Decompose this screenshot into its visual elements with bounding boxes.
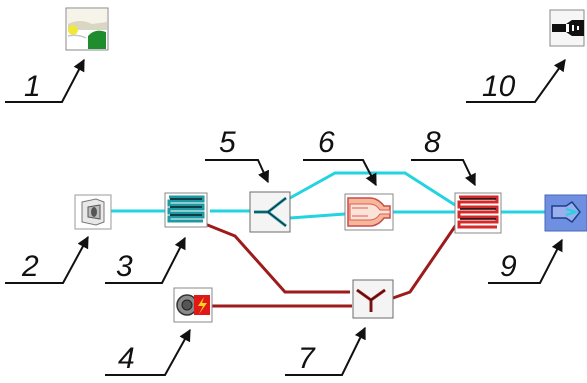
cold-line-splitter-lower-branch xyxy=(289,212,346,220)
heater-icon[interactable] xyxy=(173,287,213,323)
leader-9 xyxy=(488,238,563,284)
label-7: 7 xyxy=(298,342,316,375)
label-9: 9 xyxy=(500,250,517,283)
outlet-icon[interactable] xyxy=(544,194,587,232)
landscape-icon[interactable] xyxy=(65,7,109,51)
exhaust-icon[interactable] xyxy=(549,9,585,47)
leader-2 xyxy=(5,235,89,284)
label-6: 6 xyxy=(318,126,335,159)
leader-3 xyxy=(105,236,186,284)
mixer-icon[interactable] xyxy=(352,279,394,319)
label-5: 5 xyxy=(219,126,236,159)
label-1: 1 xyxy=(24,70,41,103)
leader-10 xyxy=(466,59,566,103)
label-8: 8 xyxy=(424,126,441,159)
heat-exchanger-hot-icon[interactable] xyxy=(454,192,502,234)
hot-line-exchanger-to-mixer xyxy=(204,222,350,294)
leader-6 xyxy=(303,159,377,187)
splitter-icon[interactable] xyxy=(249,191,291,233)
leader-5 xyxy=(205,159,269,184)
leader-1 xyxy=(5,58,85,103)
leader-4 xyxy=(105,328,191,376)
label-2: 2 xyxy=(21,250,39,283)
heat-exchanger-icon[interactable] xyxy=(164,192,208,228)
nozzle-icon[interactable] xyxy=(344,193,394,231)
label-3: 3 xyxy=(116,250,133,283)
hot-line-mixer-to-exchanger xyxy=(392,221,460,300)
label-10: 10 xyxy=(482,70,516,103)
leader-7 xyxy=(285,326,366,376)
inlet-icon[interactable] xyxy=(74,194,112,230)
leader-8 xyxy=(411,159,476,187)
label-4: 4 xyxy=(118,342,135,375)
